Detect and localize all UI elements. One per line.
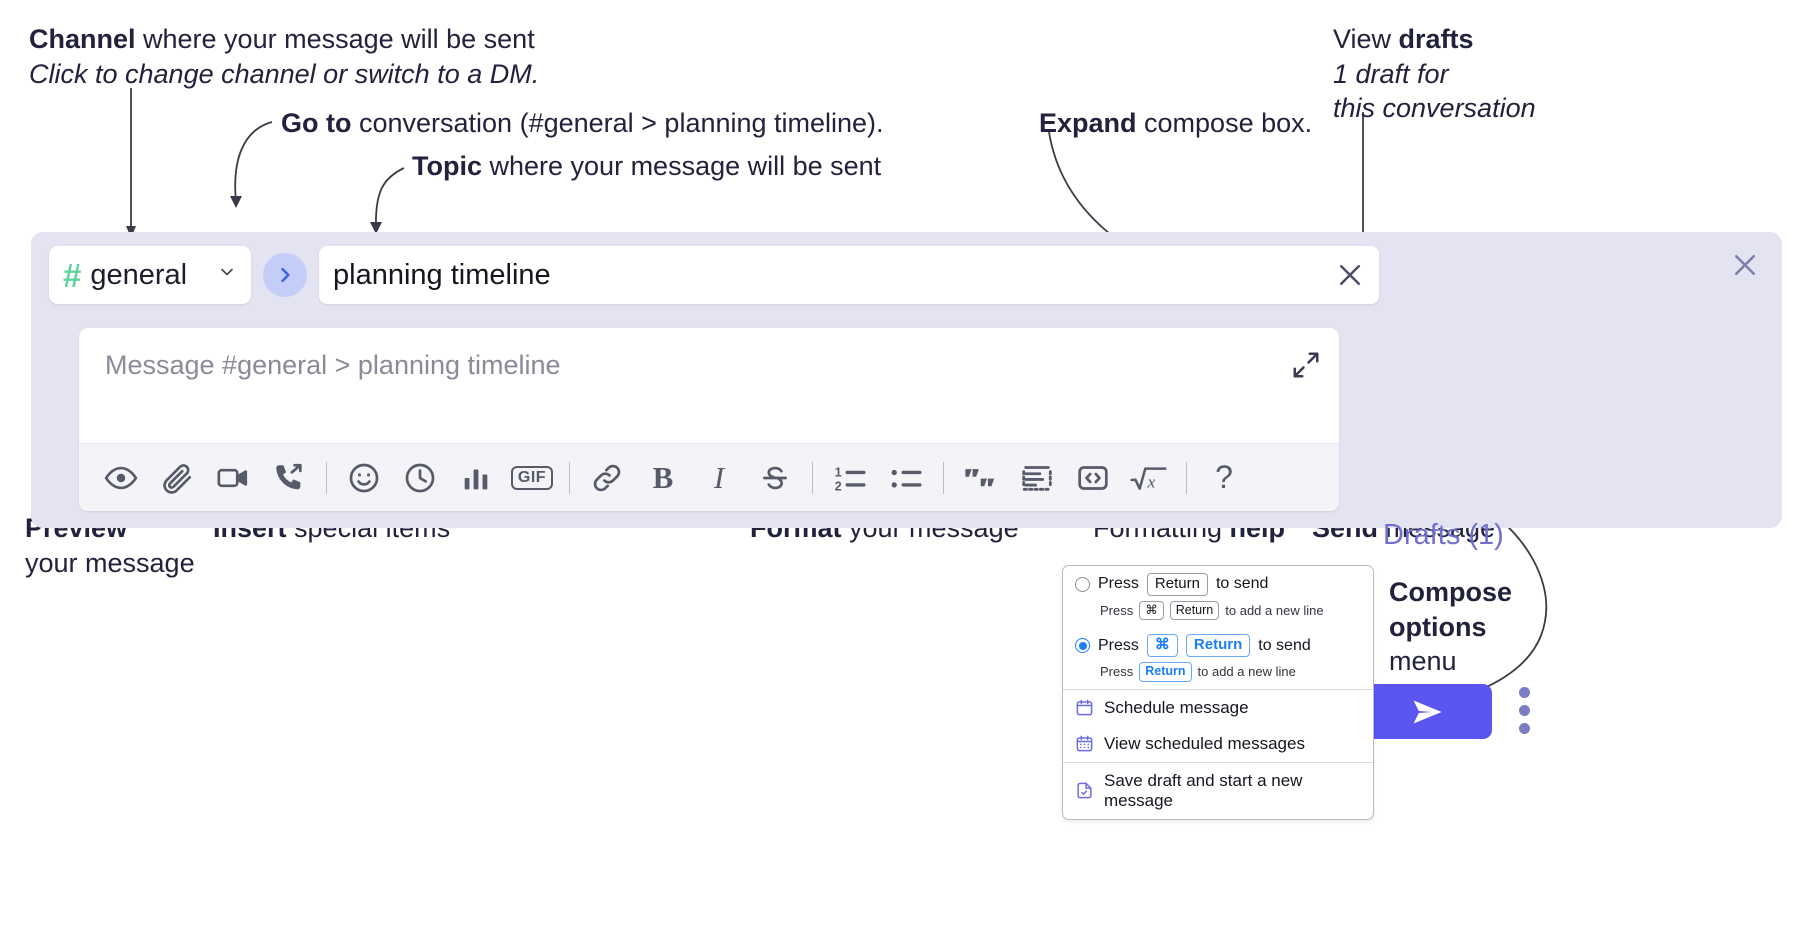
drafts-link[interactable]: Drafts (1) [1383, 519, 1504, 551]
kebab-dot [1519, 687, 1530, 698]
key-return: Return [1185, 634, 1251, 658]
message-composer-panel: # general planning timeline Message #gen… [31, 232, 1782, 739]
annotation-expand: Expand compose box. [1039, 108, 1313, 138]
poll-icon[interactable] [448, 450, 504, 506]
send-option-return[interactable]: Press Return to send Press ⌘ Return to a… [1063, 566, 1373, 627]
clock-icon[interactable] [392, 450, 448, 506]
svg-text:x: x [1147, 472, 1156, 491]
key-return: Return [1139, 662, 1192, 682]
gif-icon[interactable]: GIF [504, 450, 560, 506]
annotation-channel: Channel where your message will be sent … [29, 24, 540, 89]
emoji-icon[interactable] [336, 450, 392, 506]
key-return: Return [1146, 573, 1208, 596]
menu-item-label: Schedule message [1104, 697, 1249, 717]
code-block-icon[interactable] [1009, 450, 1065, 506]
sub-suffix: to add a new line [1225, 603, 1324, 619]
math-icon[interactable]: x [1121, 450, 1177, 506]
channel-topic-row: # general planning timeline [49, 246, 1379, 304]
annotation-goto: Go to conversation (#general > planning … [281, 108, 884, 138]
audio-call-icon[interactable] [261, 450, 317, 506]
compose-options-button[interactable] [1519, 687, 1530, 734]
menu-item-label: View scheduled messages [1104, 733, 1305, 753]
menu-item-view-scheduled[interactable]: View scheduled messages [1063, 726, 1373, 762]
menu-item-save-draft[interactable]: Save draft and start a new message [1063, 763, 1373, 819]
topic-value: planning timeline [333, 258, 551, 291]
compose-options-menu: Press Return to send Press ⌘ Return to a… [1062, 565, 1374, 820]
bold-icon[interactable]: B [652, 459, 674, 495]
calendar-icon [1076, 699, 1093, 716]
key-cmd: ⌘ [1139, 600, 1164, 621]
goto-conversation-button[interactable] [263, 253, 307, 297]
formatting-toolbar: GIF B I 1 2 [79, 443, 1339, 511]
message-input-area[interactable]: Message #general > planning timeline [79, 328, 1339, 511]
svg-text:1: 1 [835, 465, 842, 479]
option-suffix: to send [1215, 575, 1269, 593]
menu-item-schedule-message[interactable]: Schedule message [1063, 690, 1373, 726]
inline-code-icon[interactable] [1065, 450, 1121, 506]
chevron-down-icon [217, 262, 237, 288]
bulleted-list-icon[interactable] [878, 450, 934, 506]
radio-cmd-return[interactable] [1075, 638, 1090, 654]
kebab-dot [1519, 705, 1530, 716]
toolbar-divider [569, 461, 570, 494]
radio-return[interactable] [1075, 576, 1090, 592]
message-placeholder: Message #general > planning timeline [105, 350, 561, 380]
topic-input[interactable]: planning timeline [319, 246, 1379, 304]
channel-selector[interactable]: # general [49, 246, 251, 304]
svg-text:2: 2 [835, 479, 842, 493]
preview-icon[interactable] [93, 450, 149, 506]
sub-suffix: to add a new line [1197, 664, 1296, 680]
help-icon[interactable]: ? [1215, 459, 1233, 495]
strikethrough-icon[interactable] [747, 450, 803, 506]
menu-item-label: Save draft and start a new message [1104, 770, 1303, 810]
save-draft-icon [1077, 782, 1092, 799]
italic-icon[interactable]: I [713, 459, 725, 495]
expand-compose-icon[interactable] [1291, 350, 1321, 385]
key-cmd: ⌘ [1146, 634, 1178, 658]
key-return: Return [1169, 600, 1220, 621]
video-icon[interactable] [205, 450, 261, 506]
menu-divider [1063, 688, 1373, 690]
option-suffix: to send [1258, 636, 1311, 654]
menu-divider [1063, 761, 1373, 763]
channel-name: general [90, 258, 188, 291]
clear-topic-icon[interactable] [1335, 260, 1365, 290]
annotation-topic: Topic where your message will be sent [412, 151, 882, 181]
blockquote-icon[interactable] [953, 450, 1009, 506]
kebab-dot [1519, 723, 1530, 734]
calendar-grid-icon [1076, 735, 1093, 752]
option-prefix: Press [1098, 636, 1139, 654]
attachment-icon[interactable] [149, 450, 205, 506]
toolbar-divider [1186, 461, 1187, 494]
hash-icon: # [63, 256, 82, 294]
sub-prefix: Press [1100, 603, 1134, 619]
sub-prefix: Press [1100, 664, 1134, 680]
link-icon[interactable] [579, 450, 635, 506]
toolbar-divider [943, 461, 944, 494]
annotation-compose-options: Compose options menu [1389, 577, 1513, 677]
ordered-list-icon[interactable]: 1 2 [822, 450, 878, 506]
close-icon[interactable] [1730, 250, 1760, 285]
send-button[interactable] [1364, 684, 1492, 739]
toolbar-divider [326, 461, 327, 494]
send-option-cmd-return[interactable]: Press ⌘ Return to send Press Return to a… [1063, 627, 1373, 688]
option-prefix: Press [1098, 575, 1139, 593]
annotation-drafts: View drafts 1 draft for this conversatio… [1333, 24, 1536, 124]
toolbar-divider [812, 461, 813, 494]
